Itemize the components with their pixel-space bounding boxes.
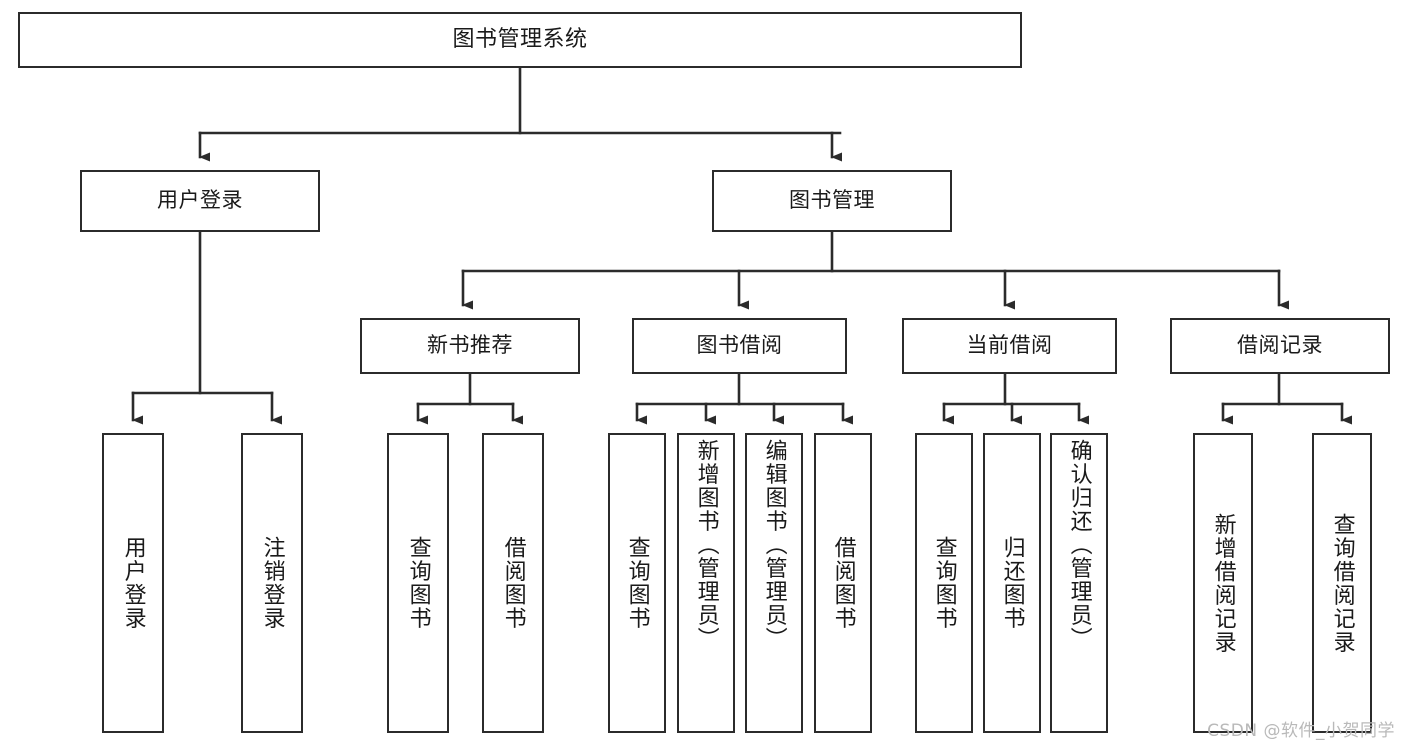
node-label: 用户登录 xyxy=(157,188,243,213)
node-label: 查询图书 xyxy=(624,536,650,630)
leaf-confirm-return-admin[interactable]: 确认归还（管理员） xyxy=(1050,433,1108,733)
node-label: 借阅图书 xyxy=(830,536,856,630)
node-label: 注销登录 xyxy=(259,536,285,630)
leaf-add-borrow-record[interactable]: 新增借阅记录 xyxy=(1193,433,1253,733)
node-user-login[interactable]: 用户登录 xyxy=(80,170,320,232)
node-label: 借阅图书 xyxy=(500,536,526,630)
leaf-return-book[interactable]: 归还图书 xyxy=(983,433,1041,733)
leaf-query-book-2[interactable]: 查询图书 xyxy=(608,433,666,733)
node-label: 确认归还（管理员） xyxy=(1066,439,1092,651)
leaf-query-borrow-record[interactable]: 查询借阅记录 xyxy=(1312,433,1372,733)
leaf-add-book-admin[interactable]: 新增图书（管理员） xyxy=(677,433,735,733)
node-book-manage[interactable]: 图书管理 xyxy=(712,170,952,232)
leaf-query-book-3[interactable]: 查询图书 xyxy=(915,433,973,733)
node-label: 新书推荐 xyxy=(427,333,513,358)
leaf-query-book-1[interactable]: 查询图书 xyxy=(387,433,449,733)
node-label: 编辑图书（管理员） xyxy=(761,439,787,651)
node-label: 新增借阅记录 xyxy=(1210,512,1236,654)
node-label: 借阅记录 xyxy=(1237,333,1323,358)
leaf-borrow-book-1[interactable]: 借阅图书 xyxy=(482,433,544,733)
csdn-watermark: CSDN @软件_小贺同学 xyxy=(1207,721,1395,741)
node-label: 新增图书（管理员） xyxy=(693,439,719,651)
node-label: 当前借阅 xyxy=(966,333,1053,358)
node-label: 归还图书 xyxy=(999,536,1025,630)
node-label: 查询图书 xyxy=(405,536,431,630)
node-label: 图书管理系统 xyxy=(452,26,588,52)
node-label: 用户登录 xyxy=(120,536,146,630)
node-root-system[interactable]: 图书管理系统 xyxy=(18,12,1022,68)
leaf-logout[interactable]: 注销登录 xyxy=(241,433,303,733)
node-label: 图书借阅 xyxy=(696,333,783,358)
node-book-borrow[interactable]: 图书借阅 xyxy=(632,318,847,374)
node-current-borrow[interactable]: 当前借阅 xyxy=(902,318,1117,374)
node-label: 图书管理 xyxy=(789,188,875,213)
node-borrow-record[interactable]: 借阅记录 xyxy=(1170,318,1390,374)
leaf-borrow-book-2[interactable]: 借阅图书 xyxy=(814,433,872,733)
node-label: 查询图书 xyxy=(931,536,957,630)
node-label: 查询借阅记录 xyxy=(1329,512,1355,654)
leaf-user-login[interactable]: 用户登录 xyxy=(102,433,164,733)
node-new-book-recommend[interactable]: 新书推荐 xyxy=(360,318,580,374)
leaf-edit-book-admin[interactable]: 编辑图书（管理员） xyxy=(745,433,803,733)
